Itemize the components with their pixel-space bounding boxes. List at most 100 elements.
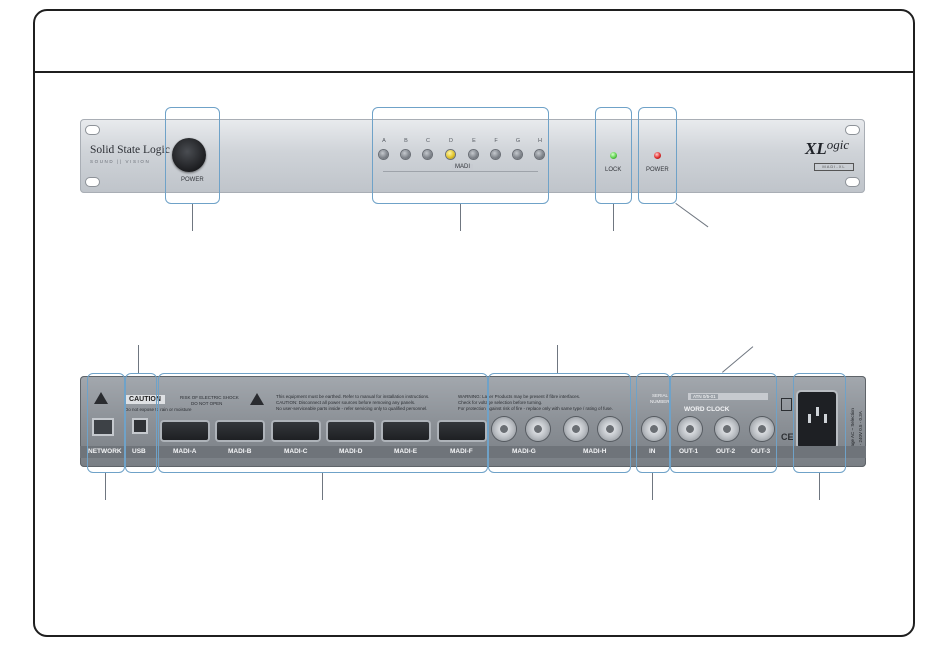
notice-text: Check for voltage selection before turni… <box>458 400 543 405</box>
rear-panel: CAUTION Do not expose to rain or moistur… <box>80 376 866 467</box>
notice-text: WARNING: Laser Products may be present i… <box>458 394 581 399</box>
iec-pin <box>808 414 811 423</box>
rack-hole <box>85 177 100 187</box>
iec-power-inlet[interactable] <box>798 392 836 448</box>
brand-subtitle: SOUND || VISION <box>90 159 151 164</box>
brand-name: Solid State Logic <box>90 144 170 156</box>
word-clock-out-2-bnc[interactable] <box>715 417 739 441</box>
rack-hole <box>845 125 860 135</box>
leader-line <box>557 345 558 373</box>
power-led-label: POWER <box>646 167 669 173</box>
madi-h-bnc-2[interactable] <box>598 417 622 441</box>
madi-led-letter: A <box>382 138 386 144</box>
callout-network-port <box>87 373 125 473</box>
ce-mark-icon: CE <box>781 432 794 442</box>
callout-usb-port <box>125 373 157 473</box>
usb-port[interactable] <box>132 418 148 434</box>
iec-pin <box>824 414 827 423</box>
madi-d-port[interactable] <box>328 422 374 440</box>
callout-power-button <box>165 107 220 204</box>
warning-icon <box>94 392 108 404</box>
notice-text: CAUTION: Disconnect all power sources be… <box>276 400 416 405</box>
word-clock-in-bnc[interactable] <box>642 417 666 441</box>
rack-hole <box>845 177 860 187</box>
madi-a-port[interactable] <box>162 422 208 440</box>
callout-madi-optical-ports <box>158 373 488 473</box>
madi-led-letter: C <box>426 138 430 144</box>
madi-led-letter: D <box>449 138 453 144</box>
callout-power-led <box>638 107 677 204</box>
madi-led-h <box>535 150 544 159</box>
madi-led-g <box>513 150 522 159</box>
logo-ogic: ogic <box>826 137 850 152</box>
leader-line <box>652 473 653 500</box>
word-clock-out-1-label: OUT-1 <box>679 448 699 455</box>
callout-madi-leds <box>372 107 549 204</box>
network-label: NETWORK <box>88 448 122 455</box>
madi-g-bnc-1[interactable] <box>492 417 516 441</box>
madi-c-port[interactable] <box>273 422 319 440</box>
madi-b-label: MADI-B <box>228 448 252 455</box>
callout-power-inlet <box>793 373 846 473</box>
callout-word-clock-out <box>670 373 777 473</box>
serial-number: ATN 0/5-01 <box>691 394 718 399</box>
power-button[interactable] <box>172 138 206 172</box>
leader-line <box>460 204 461 231</box>
serial-label: NUMBER <box>650 399 670 404</box>
madi-led-letter: F <box>494 138 498 144</box>
lock-led <box>610 152 617 159</box>
madi-led-b <box>401 150 410 159</box>
madi-led-f <box>491 150 500 159</box>
shock-warning: RISK OF ELECTRIC SHOCK <box>180 395 239 400</box>
madi-e-label: MADI-E <box>394 448 418 455</box>
callout-word-clock-in <box>636 373 670 473</box>
word-clock-out-1-bnc[interactable] <box>678 417 702 441</box>
madi-g-bnc-2[interactable] <box>526 417 550 441</box>
word-clock-out-2-label: OUT-2 <box>716 448 736 455</box>
madi-h-label: MADI-H <box>583 448 607 455</box>
madi-d-label: MADI-D <box>339 448 363 455</box>
callout-lock-led <box>595 107 632 204</box>
leader-line <box>192 204 193 231</box>
word-clock-out-3-bnc[interactable] <box>750 417 774 441</box>
madi-f-port[interactable] <box>439 422 485 440</box>
leader-line <box>322 473 323 500</box>
madi-led-a <box>379 150 388 159</box>
madi-divider <box>383 171 538 172</box>
word-clock-in-label: IN <box>649 448 656 455</box>
madi-e-port[interactable] <box>383 422 429 440</box>
iec-pin <box>816 407 819 416</box>
word-clock-out-3-label: OUT-3 <box>751 448 771 455</box>
serial-label: SERIAL <box>652 393 669 398</box>
madi-b-port[interactable] <box>217 422 263 440</box>
lock-label: LOCK <box>605 167 622 173</box>
callout-madi-coax-ports <box>488 373 631 473</box>
madi-a-label: MADI-A <box>173 448 197 455</box>
logo-subtitle: MADI-XL <box>814 163 854 171</box>
power-led <box>654 152 661 159</box>
weee-bin-icon <box>781 398 792 411</box>
word-clock-label: WORD CLOCK <box>684 406 730 413</box>
leader-line <box>819 473 820 500</box>
frame-header-divider <box>35 71 913 73</box>
madi-c-label: MADI-C <box>284 448 308 455</box>
madi-led-e <box>469 150 478 159</box>
madi-led-d <box>446 150 455 159</box>
leader-line <box>613 204 614 231</box>
madi-g-label: MADI-G <box>512 448 536 455</box>
notice-text: No user-serviceable parts inside - refer… <box>276 406 428 411</box>
madi-h-bnc-1[interactable] <box>564 417 588 441</box>
network-port[interactable] <box>92 418 114 436</box>
power-button-label: POWER <box>181 177 204 183</box>
diagram-frame <box>33 9 915 637</box>
madi-led-letter: E <box>472 138 476 144</box>
warning-icon <box>250 393 264 405</box>
madi-label: MADI <box>452 164 473 170</box>
caution-label: CAUTION <box>125 395 165 404</box>
xlogic-logo: XLogic <box>805 137 850 159</box>
rack-hole <box>85 125 100 135</box>
logo-xl: XL <box>805 139 827 158</box>
madi-led-letter: B <box>404 138 408 144</box>
madi-led-letter: G <box>515 138 521 144</box>
notice-text: For protection against risk of fire - re… <box>458 406 613 411</box>
